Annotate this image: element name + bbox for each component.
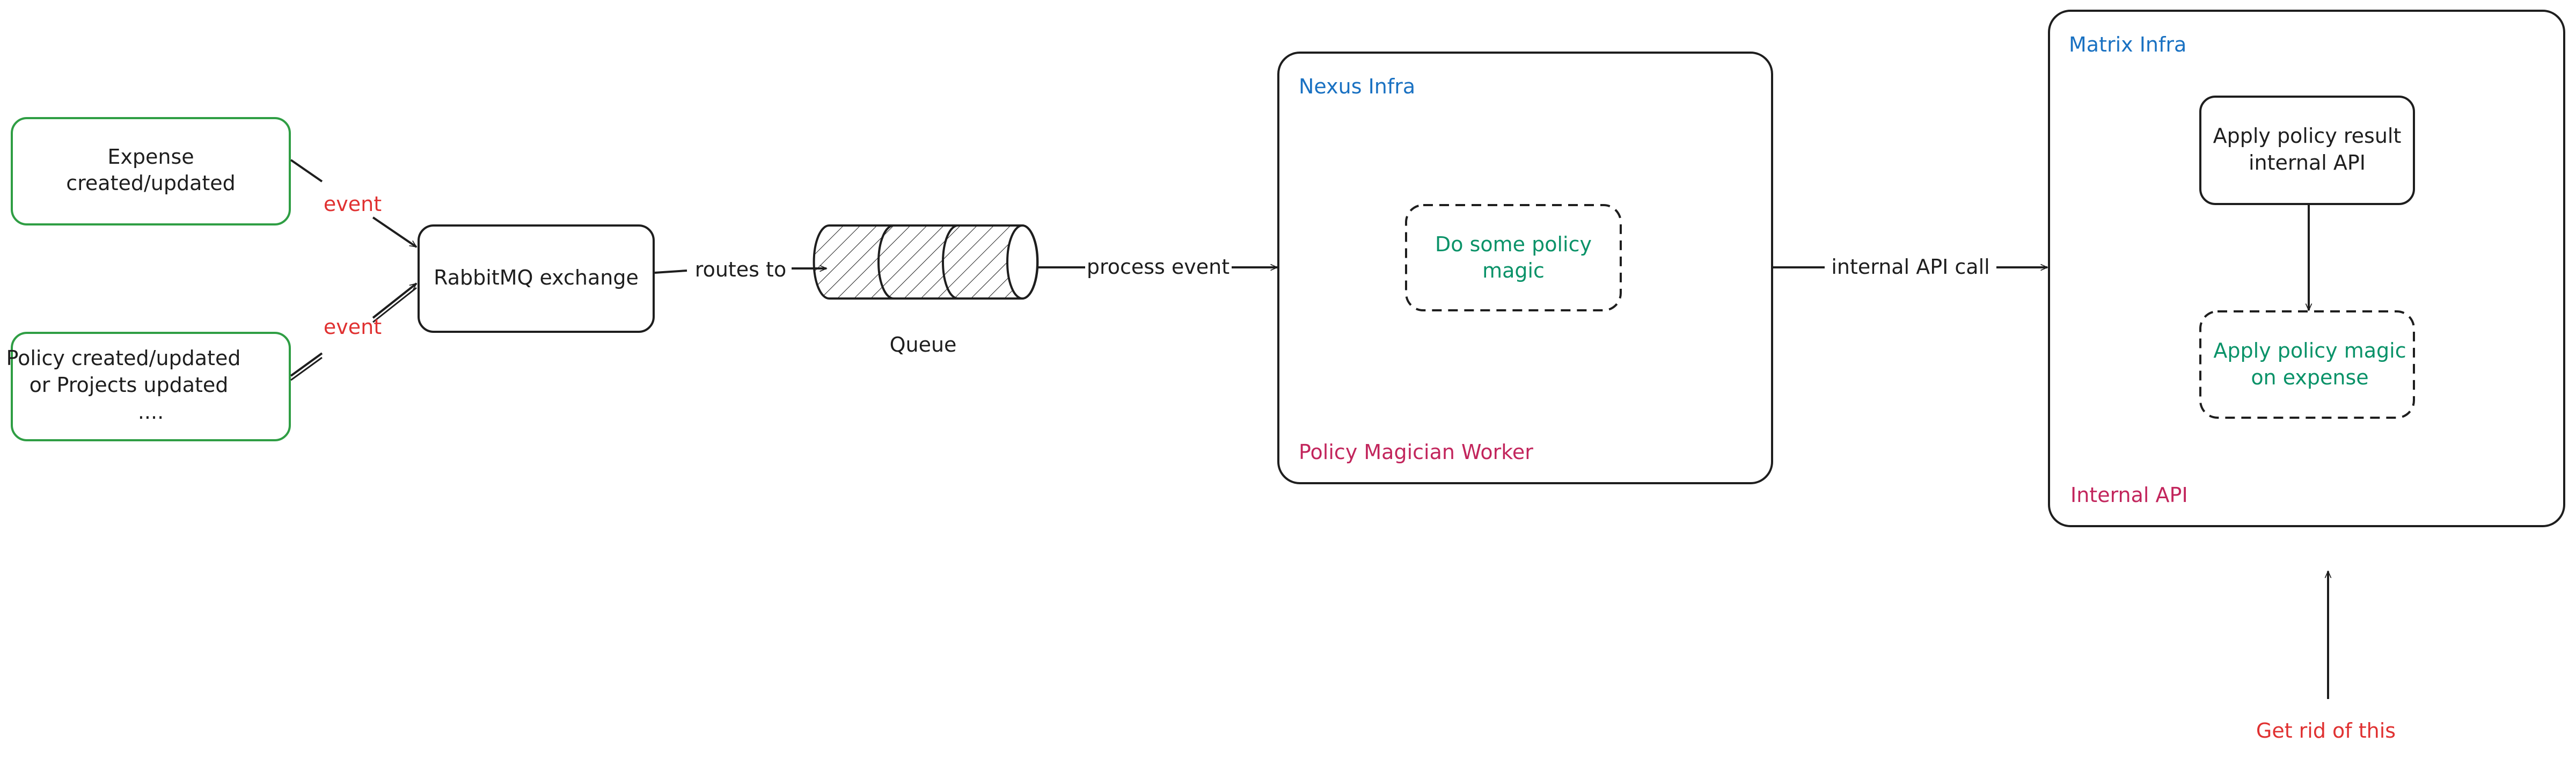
edge-policy-to-exchange: event xyxy=(290,282,416,381)
policy-magic-line2: magic xyxy=(1482,259,1545,282)
process-event-label: process event xyxy=(1087,255,1230,279)
policy-source-line1: Policy created/updated xyxy=(6,346,241,370)
edge-nexus-to-matrix: internal API call xyxy=(1773,255,2047,279)
internal-api-label: Internal API xyxy=(2070,483,2188,507)
rabbitmq-exchange-node[interactable]: RabbitMQ exchange xyxy=(418,224,655,333)
policy-source-line2: or Projects updated xyxy=(30,373,229,397)
policy-magic-node[interactable]: Do some policy magic xyxy=(1405,204,1622,311)
queue-node[interactable]: Queue xyxy=(813,224,1039,356)
nexus-infra-title: Nexus Infra xyxy=(1299,75,1415,98)
get-rid-of-this-text: Get rid of this xyxy=(2256,719,2396,743)
apply-policy-result-line2: internal API xyxy=(2249,151,2366,174)
policy-source-line3: .... xyxy=(138,400,164,424)
matrix-infra-container[interactable]: Matrix Infra Apply policy result interna… xyxy=(2048,10,2565,527)
internal-api-call-label: internal API call xyxy=(1831,255,1989,279)
rabbitmq-exchange-label: RabbitMQ exchange xyxy=(434,266,639,289)
edge-expense-to-exchange: event xyxy=(290,159,416,248)
event-label-bottom: event xyxy=(324,315,382,339)
policy-magician-worker-label: Policy Magician Worker xyxy=(1299,440,1533,464)
edge-exchange-to-queue: routes to xyxy=(654,258,826,281)
apply-policy-result-line1: Apply policy result xyxy=(2213,124,2402,148)
expense-source-node[interactable]: Expense created/updated xyxy=(11,117,291,225)
expense-source-line1: Expense xyxy=(107,145,194,169)
edge-queue-to-nexus: process event xyxy=(1038,255,1277,279)
apply-policy-magic-line2: on expense xyxy=(2251,366,2368,389)
policy-source-node[interactable]: Policy created/updated or Projects updat… xyxy=(6,332,291,441)
nexus-infra-container[interactable]: Nexus Infra Do some policy magic Policy … xyxy=(1277,52,1773,484)
apply-policy-magic-node[interactable]: Apply policy magic on expense xyxy=(2199,310,2415,419)
apply-policy-magic-line1: Apply policy magic xyxy=(2213,339,2406,362)
policy-magic-line1: Do some policy xyxy=(1435,232,1592,256)
routes-to-label: routes to xyxy=(695,258,786,281)
get-rid-of-this-annotation: Get rid of this xyxy=(2256,571,2396,743)
apply-policy-result-api-node[interactable]: Apply policy result internal API xyxy=(2199,96,2415,205)
expense-source-line2: created/updated xyxy=(66,171,236,195)
event-label-top: event xyxy=(324,192,382,216)
queue-label: Queue xyxy=(890,333,957,356)
matrix-infra-title: Matrix Infra xyxy=(2069,33,2186,56)
